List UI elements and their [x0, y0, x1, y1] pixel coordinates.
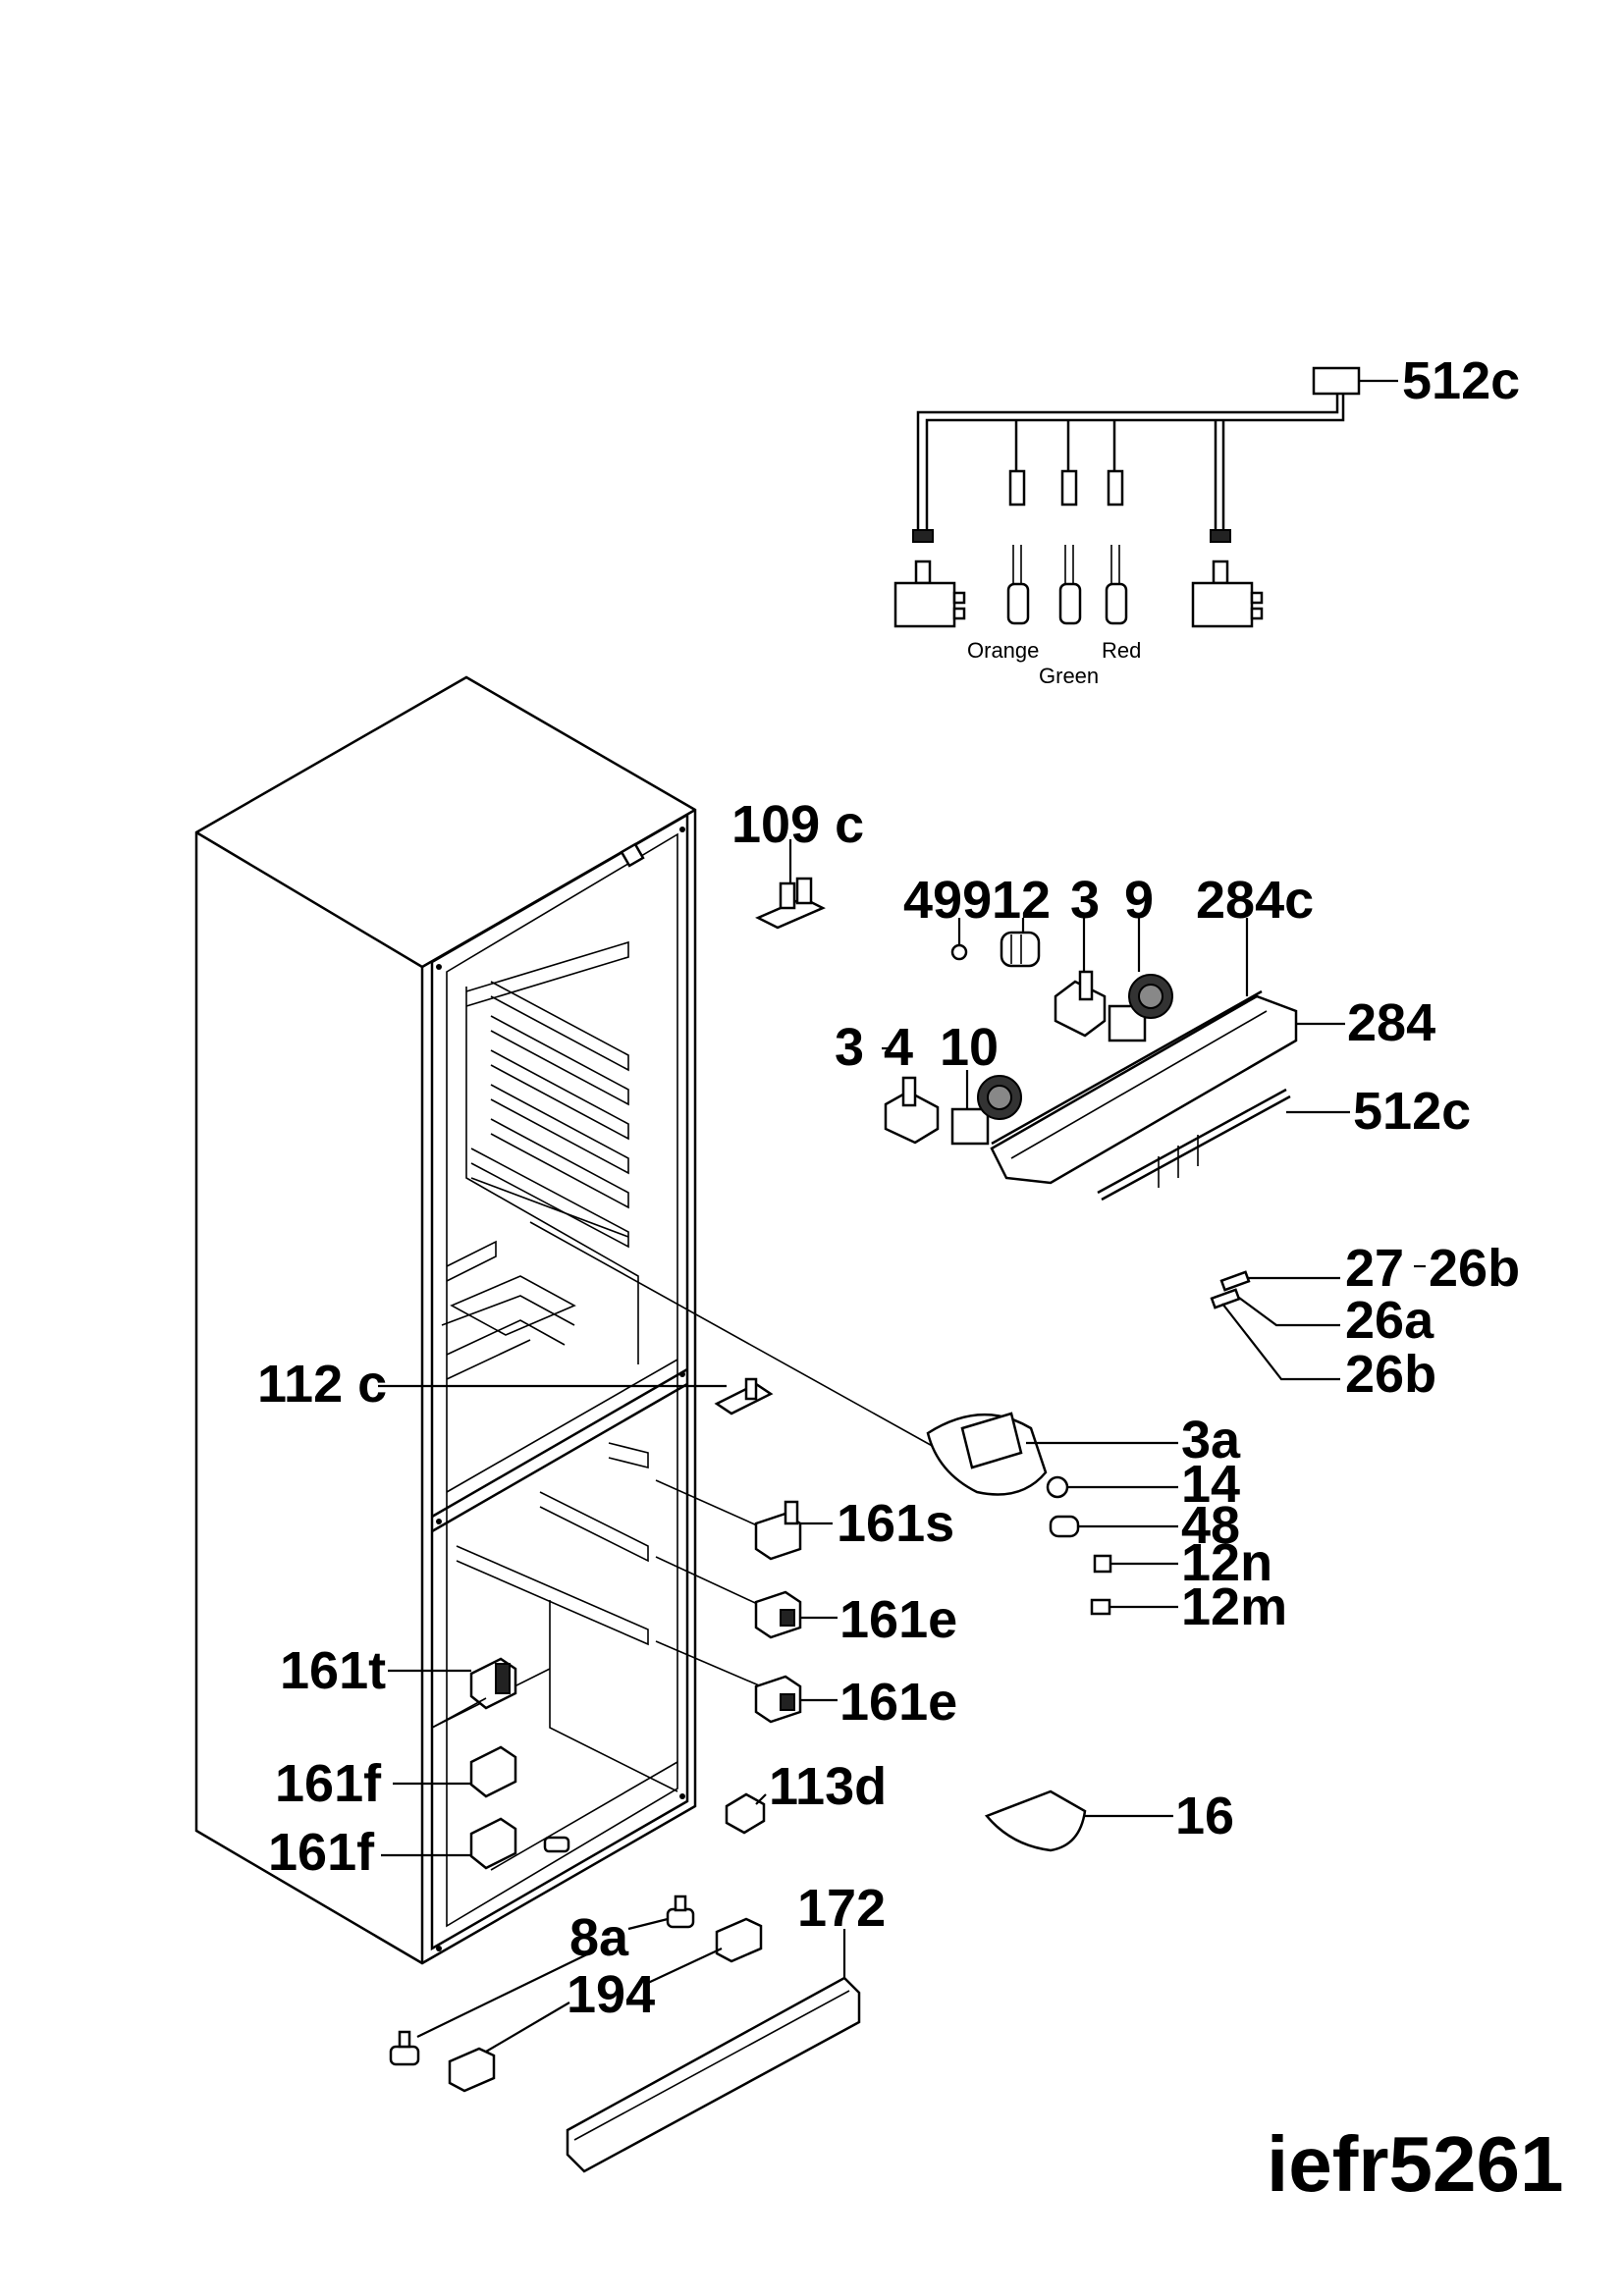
- callout-12n: 12n: [1181, 1533, 1272, 1592]
- model-id: iefr5261: [1267, 2120, 1563, 2208]
- lamp-assembly: [529, 1221, 1178, 1616]
- panel-harness-512c: [1097, 1088, 1350, 1201]
- foot-8a: [389, 1895, 695, 2066]
- wire-label-red: Red: [1102, 638, 1141, 663]
- lamp-cover-16: [984, 1789, 1173, 1852]
- hinge-109c: [755, 839, 826, 930]
- runners-left-161: [381, 1657, 570, 1870]
- callout-3-left: 3: [835, 1018, 864, 1077]
- lower-drawer-rails: [431, 1442, 678, 1871]
- hinge-cover-194: [448, 1917, 763, 2093]
- callout-3-top: 3: [1070, 871, 1100, 930]
- callout-512c-top: 512c: [1402, 351, 1520, 410]
- callout-161t: 161t: [280, 1641, 386, 1700]
- callout-112c: 112 c: [257, 1355, 387, 1414]
- wiring-harness: Orange Green Red: [893, 366, 1398, 688]
- wire-label-green: Green: [1039, 664, 1099, 688]
- base-grille-172: [566, 1929, 861, 2173]
- callout-194: 194: [567, 1965, 655, 2024]
- strip-284c: [991, 989, 1263, 1146]
- callout-109c: 109 c: [731, 795, 864, 854]
- callout-512c-mid: 512c: [1353, 1082, 1471, 1141]
- harness-connector: [1312, 366, 1361, 396]
- fridge-cabinet: [194, 675, 697, 1965]
- callout-284c: 284c: [1196, 871, 1314, 930]
- parts-27-26: [1210, 1264, 1426, 1381]
- control-panel-parts: [882, 918, 1350, 1201]
- callout-26b-top: 26b: [1429, 1239, 1520, 1298]
- clip-113d: [725, 1792, 767, 1835]
- callout-161f-2: 161f: [268, 1823, 375, 1882]
- callout-4: 4: [884, 1018, 913, 1077]
- callout-16: 16: [1175, 1787, 1234, 1845]
- callout-161s: 161s: [837, 1494, 954, 1553]
- callout-9: 9: [1124, 871, 1154, 930]
- control-housing-284: [990, 994, 1345, 1185]
- callout-8a: 8a: [569, 1908, 629, 1967]
- thermostat-9-top: [1108, 918, 1173, 1042]
- callout-113d: 113d: [769, 1757, 887, 1816]
- callout-499: 499: [903, 871, 992, 930]
- wire-label-orange: Orange: [967, 638, 1039, 663]
- callout-161e-2: 161e: [839, 1673, 957, 1732]
- callout-26a: 26a: [1345, 1291, 1434, 1350]
- callout-12m: 12m: [1181, 1577, 1287, 1636]
- part-499: [950, 943, 968, 961]
- callout-12: 12: [992, 871, 1051, 930]
- bracket-112c: [378, 1377, 774, 1415]
- callout-161e-1: 161e: [839, 1590, 957, 1649]
- callout-3a: 3a: [1181, 1411, 1241, 1469]
- callout-48: 48: [1181, 1496, 1240, 1555]
- upper-shelf-rails: [465, 940, 629, 1249]
- callout-172: 172: [797, 1879, 886, 1938]
- callout-26b: 26b: [1345, 1345, 1436, 1404]
- indicator-lamp-orange: [1006, 545, 1030, 625]
- callout-27: 27: [1345, 1239, 1404, 1298]
- indicator-lamp-green: [1058, 545, 1082, 625]
- indicator-lamp-red: [1105, 545, 1128, 625]
- callout-161f-1: 161f: [275, 1754, 382, 1813]
- bracket-3-top: [1054, 918, 1107, 1038]
- door-switch-left: [893, 560, 966, 628]
- callout-14: 14: [1181, 1455, 1240, 1514]
- thermostat-10-left: [950, 1070, 1022, 1146]
- callout-284: 284: [1347, 993, 1435, 1052]
- door-switch-right: [1191, 560, 1264, 628]
- knob-12: [1000, 918, 1041, 968]
- runners-161: [655, 1479, 838, 1724]
- bracket-3-4-left: [882, 1046, 940, 1145]
- callout-10: 10: [940, 1018, 999, 1077]
